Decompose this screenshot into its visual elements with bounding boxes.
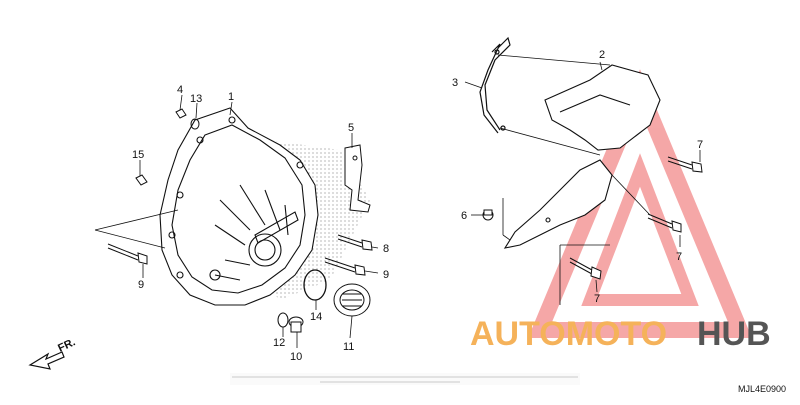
callout-3: 3 — [452, 77, 458, 89]
callout-7-middle: 7 — [676, 251, 682, 263]
part-13-o-ring — [190, 118, 200, 130]
callout-2: 2 — [599, 49, 605, 61]
callout-7-top: 7 — [697, 139, 703, 151]
callout-1: 1 — [228, 91, 234, 103]
leader-lines — [94, 54, 701, 348]
watermark-text-hub: HUB — [697, 315, 771, 353]
part-lower-shield — [503, 159, 613, 249]
callout-12: 12 — [273, 337, 285, 349]
callout-6: 6 — [461, 210, 467, 222]
part-10-plug — [288, 316, 304, 333]
callout-15: 15 — [132, 149, 144, 161]
copyright-notice — [230, 373, 580, 385]
callout-11: 11 — [343, 341, 354, 353]
part-3-gasket-frame — [479, 36, 511, 134]
part-1-generator-cover — [159, 107, 370, 306]
part-6-grommet — [482, 209, 494, 221]
part-7-bolt-top — [667, 156, 703, 173]
part-7-bolt-bottom — [569, 257, 602, 280]
callout-5: 5 — [348, 122, 354, 134]
part-8-bolt — [337, 234, 373, 251]
callout-8: 8 — [383, 243, 389, 255]
part-15-dowel-pin — [135, 174, 148, 186]
front-direction-arrow: FR. — [28, 336, 77, 370]
callout-4: 4 — [177, 84, 183, 96]
part-2-upper-cover — [544, 64, 661, 151]
watermark-text-automoto: AUTOMOTO — [470, 315, 667, 353]
callout-14: 14 — [310, 311, 322, 323]
diagram-code: MJL4E0900 — [738, 384, 786, 394]
part-12-washer — [277, 312, 289, 328]
callout-13: 13 — [190, 93, 202, 105]
part-4-dowel-pin — [175, 108, 187, 119]
callout-7-bottom: 7 — [594, 293, 600, 305]
part-11-cap — [333, 283, 371, 317]
callout-10: 10 — [290, 351, 302, 363]
copyright-lines — [232, 376, 578, 383]
front-direction-label: FR. — [56, 336, 77, 354]
part-5-bracket — [344, 144, 371, 213]
part-9-bolt-right — [324, 257, 366, 276]
part-14-o-ring — [303, 269, 327, 301]
callout-9-right: 9 — [383, 269, 389, 281]
part-7-bolt-middle — [647, 213, 682, 233]
callout-9-left: 9 — [138, 279, 144, 291]
part-9-bolt-left — [107, 243, 148, 265]
